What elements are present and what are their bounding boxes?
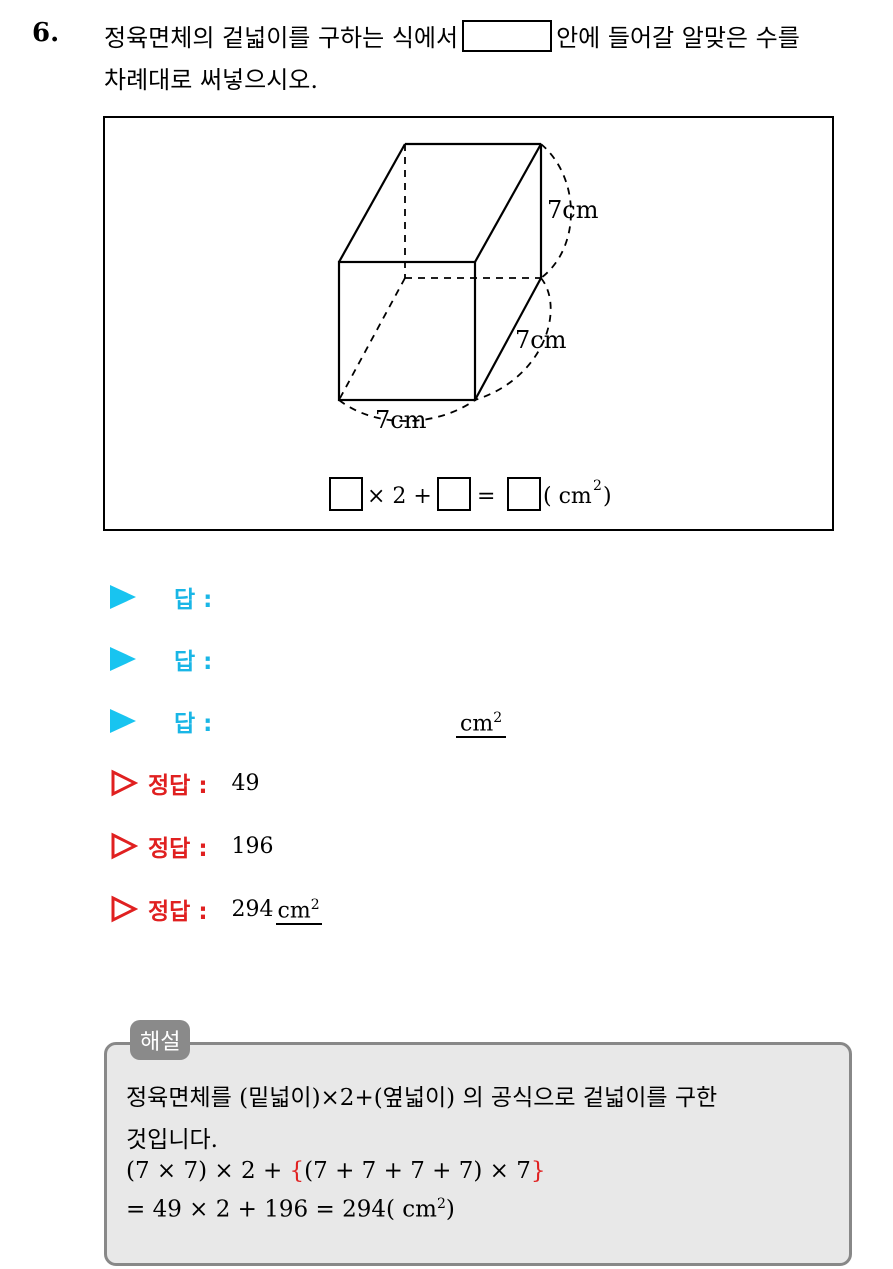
correct-unit: cm2 (275, 893, 322, 926)
edge-label-depth: 7cm (515, 326, 567, 354)
cube-edge (474, 277, 542, 401)
explanation-line-2: 것입니다. (126, 1127, 218, 1153)
correct-row-1: 정답 : 49 (110, 763, 260, 803)
correct-value: 196 (231, 833, 274, 859)
edge-label-width: 7cm (375, 406, 427, 434)
cube-diagram: 7cm 7cm 7cm × 2 + = ( cm 2 ) (329, 142, 612, 511)
dimension-arc-height (540, 143, 572, 279)
answer-marker-icon (110, 709, 136, 733)
answer-label: 답 : (174, 649, 213, 675)
question-number: 6. (32, 18, 60, 48)
formula-unit-prefix: ( cm (543, 484, 592, 509)
correct-unit-text: cm (277, 898, 311, 924)
correct-unit-exp: 2 (310, 896, 320, 913)
correct-label: 정답 : (148, 836, 208, 862)
explanation-line-4: = 49 × 2 + 196 = 294( cm2) (126, 1196, 455, 1223)
question-line-1: 정육면체의 겉넓이를 구하는 식에서 안에 들어갈 알맞은 수를 (104, 18, 800, 53)
question-line-2: 차례대로 써넣으시오. (104, 66, 318, 94)
figure-box: 7cm 7cm 7cm × 2 + = ( cm 2 ) (103, 116, 834, 531)
answer-marker-icon (110, 647, 136, 671)
formula-blank-1 (329, 477, 363, 511)
answer-unit: cm2 (456, 706, 507, 739)
answer-row-2: 답 : (110, 639, 212, 679)
explanation-result: = 49 × 2 + 196 = 294( cm (126, 1196, 437, 1223)
explanation-expr: (7 + 7 + 7 + 7) × 7 (304, 1158, 531, 1184)
answer-row-1: 답 : (110, 577, 212, 617)
dimension-arc-width (338, 399, 476, 422)
formula-times-two: × 2 + (367, 484, 432, 509)
explanation-line-3: (7 × 7) × 2 + {(7 + 7 + 7 + 7) × 7} (126, 1158, 546, 1184)
correct-value: 49 (231, 770, 260, 796)
formula-unit-exp: 2 (593, 478, 602, 494)
answer-marker-icon (110, 585, 136, 609)
formula-unit-suffix: ) (603, 484, 612, 509)
answer-unit-text: cm (460, 711, 494, 737)
answer-label: 답 : (174, 711, 213, 737)
answer-row-3: 답 : (110, 701, 212, 741)
explanation-unit-exp: 2 (436, 1196, 446, 1212)
cube-edge (338, 143, 406, 263)
question-text-before: 정육면체의 겉넓이를 구하는 식에서 (104, 24, 459, 52)
dimension-arc-depth (474, 277, 552, 401)
question-text-after: 안에 들어갈 알맞은 수를 (556, 24, 800, 52)
blank-box (462, 20, 553, 52)
cube-edge (474, 143, 542, 263)
explanation-line-1: 정육면체를 (밑넓이)×2+(옆넓이) 의 공식으로 겉넓이를 구한 (126, 1085, 718, 1111)
explanation-expr: (7 × 7) × 2 + (126, 1158, 290, 1184)
correct-row-2: 정답 : 196 (110, 826, 274, 866)
correct-marker-icon (111, 832, 138, 860)
formula-blank-3 (507, 477, 541, 511)
hidden-edge (338, 277, 406, 401)
correct-marker-icon (111, 769, 138, 797)
formula-equals: = (477, 484, 495, 509)
answer-label: 답 : (174, 587, 213, 613)
explanation-result-end: ) (445, 1196, 455, 1223)
correct-label: 정답 : (148, 899, 208, 925)
cube-front-face (337, 260, 477, 402)
correct-value: 294 (231, 896, 274, 922)
explanation-tag: 해설 (130, 1020, 191, 1060)
edge-label-height: 7cm (547, 196, 599, 224)
explanation-box (104, 1042, 852, 1266)
explanation-brace-close: } (530, 1158, 546, 1184)
correct-row-3: 정답 : 294 cm2 (110, 889, 322, 929)
explanation-brace-open: { (289, 1158, 305, 1184)
formula-blank-2 (437, 477, 471, 511)
correct-label: 정답 : (148, 773, 208, 799)
answer-unit-exp: 2 (493, 710, 503, 726)
correct-marker-icon (111, 895, 138, 923)
